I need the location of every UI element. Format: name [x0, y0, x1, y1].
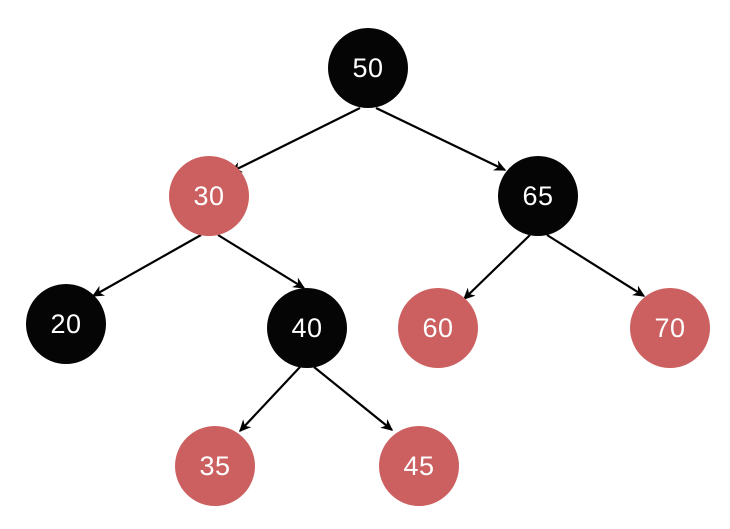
tree-node-label: 30 — [193, 180, 225, 211]
tree-edge — [91, 234, 202, 297]
tree-node-label: 45 — [403, 450, 435, 481]
tree-node-70[interactable]: 70 — [630, 288, 710, 368]
tree-node-label: 60 — [422, 312, 454, 343]
tree-node-45[interactable]: 45 — [379, 426, 459, 506]
tree-node-label: 35 — [199, 450, 231, 481]
tree-node-20[interactable]: 20 — [26, 284, 106, 364]
tree-edge — [217, 234, 306, 289]
tree-node-label: 20 — [50, 308, 82, 339]
tree-edge — [313, 366, 394, 431]
tree-edge — [229, 107, 361, 173]
tree-node-label: 65 — [522, 180, 554, 211]
tree-edge — [375, 107, 507, 171]
tree-node-40[interactable]: 40 — [267, 288, 347, 368]
tree-node-50[interactable]: 50 — [328, 28, 408, 108]
tree-edge — [546, 234, 646, 297]
tree-edge — [463, 234, 531, 300]
tree-node-30[interactable]: 30 — [169, 156, 249, 236]
tree-node-65[interactable]: 65 — [498, 156, 578, 236]
tree-edge — [239, 366, 301, 432]
tree-node-label: 50 — [352, 52, 384, 83]
tree-node-35[interactable]: 35 — [175, 426, 255, 506]
tree-node-label: 40 — [291, 312, 323, 343]
tree-node-label: 70 — [654, 312, 686, 343]
tree-node-60[interactable]: 60 — [398, 288, 478, 368]
